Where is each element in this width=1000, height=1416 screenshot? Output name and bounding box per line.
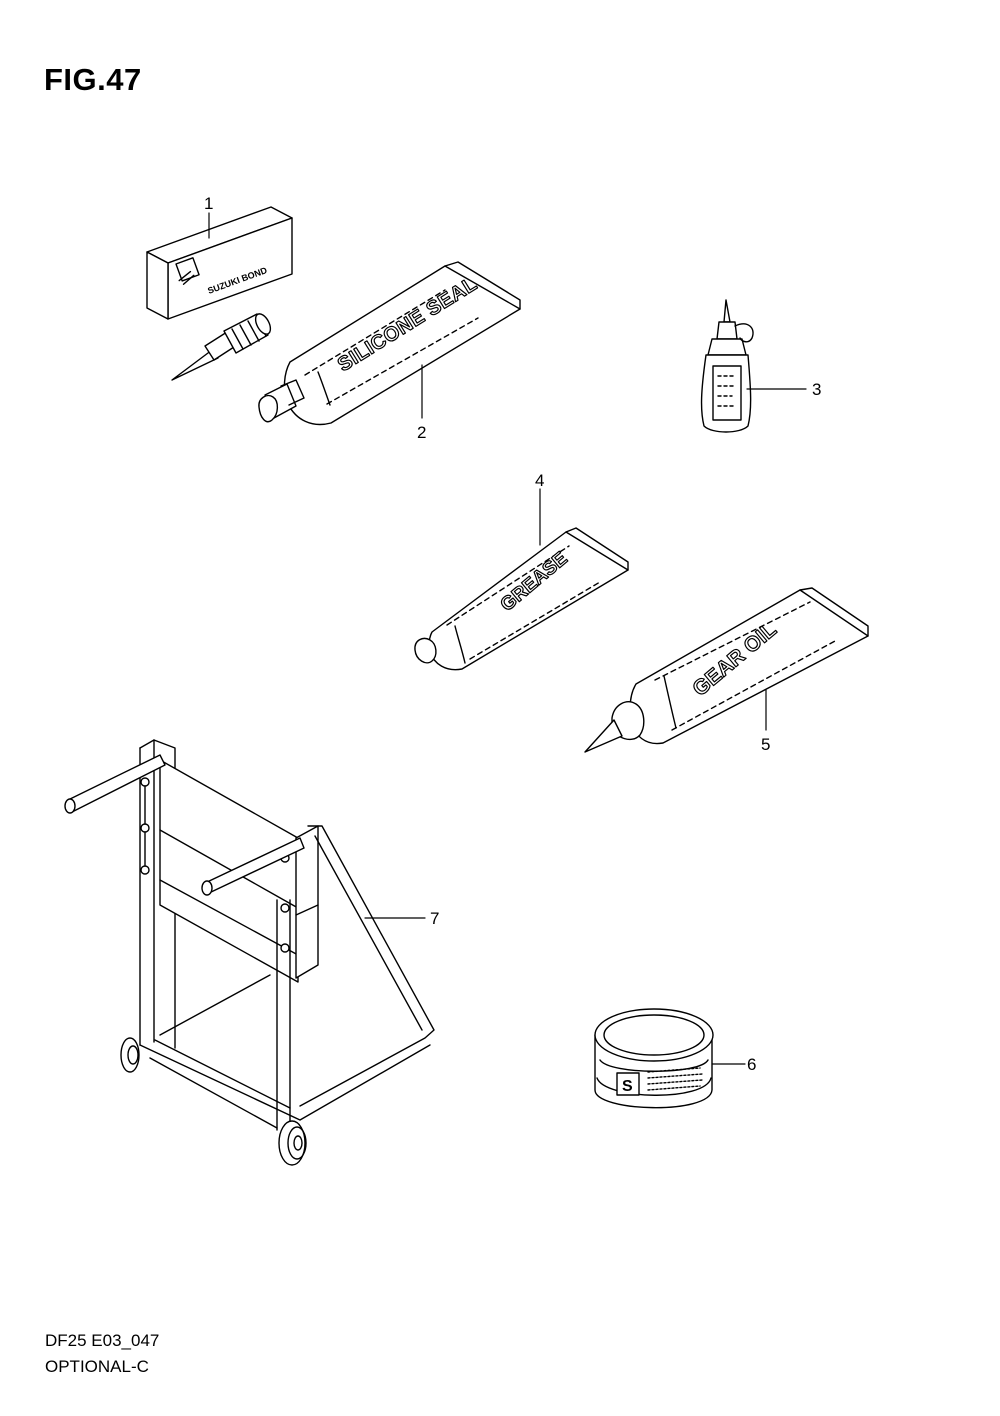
bond-box: SUZUKI BOND (146, 206, 293, 320)
silicone-seal-tube: SILICONE SEAL (258, 261, 521, 426)
callout-3: 3 (812, 380, 821, 399)
callout-6: 6 (747, 1055, 756, 1074)
callout-7: 7 (430, 909, 439, 928)
can-logo: S (622, 1078, 633, 1095)
callout-5: 5 (761, 735, 770, 754)
figure-title: FIG.47 (44, 62, 142, 97)
oil-bottle (700, 299, 754, 433)
leader-lines (208, 212, 807, 1065)
grease-tube: GREASE (414, 527, 629, 671)
callout-4: 4 (535, 471, 544, 490)
bond-kit: SUZUKI BOND (146, 206, 293, 381)
callout-2: 2 (417, 423, 426, 442)
diagram-code: DF25 E03_047 (45, 1331, 160, 1350)
engine-stand (64, 739, 435, 1166)
gear-oil-tube: GEAR OIL (584, 587, 869, 753)
bond-nozzle (171, 313, 272, 381)
diagram-name: OPTIONAL-C (45, 1357, 149, 1376)
callout-1: 1 (204, 194, 213, 213)
grease-can: S (594, 1008, 714, 1109)
